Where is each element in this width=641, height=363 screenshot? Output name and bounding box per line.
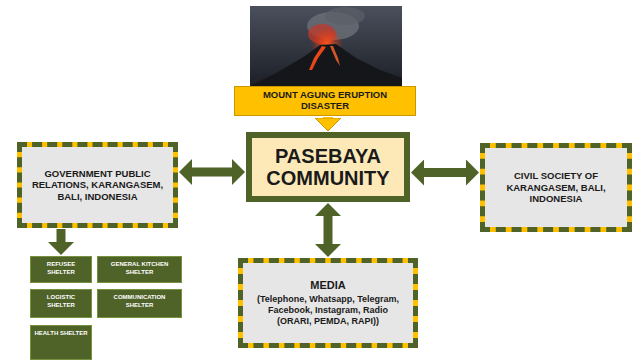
ash-cloud [325,7,365,25]
connector-arrow [323,117,333,118]
stakeholder-box: CIVIL SOCIETY OF KARANGASEM, BALI, INDON… [480,143,632,232]
photo-sky [250,6,402,86]
lava-flow [309,46,326,70]
mountain-silhouette [250,44,402,86]
event-box: MOUNT AGUNG ERUPTION DISASTER [234,86,416,116]
node-label: MEDIA [310,279,345,292]
node-label: CIVIL SOCIETY OF KARANGASEM, BALI, INDON… [493,170,619,204]
shelter-box: HEALTH SHELTER [30,325,92,360]
stakeholder-box: GOVERNMENT PUBLIC RELATIONS, KARANGASEM,… [17,142,178,228]
node-label: REFUSEE SHELTER [33,261,89,276]
node-label: GENERAL KITCHEN SHELTER [100,261,179,276]
node-body: (Telephone, Whatsapp, Telegram, Facebook… [251,294,405,326]
shelter-box: GENERAL KITCHEN SHELTER [97,256,182,283]
node-label: GOVERNMENT PUBLIC RELATIONS, KARANGASEM,… [30,168,165,202]
connector-arrow [192,168,232,177]
media-box: MEDIA (Telephone, Whatsapp, Telegram, Fac… [238,258,418,348]
node-label: COMMUNICATION SHELTER [100,294,179,309]
connector-arrow [57,229,66,242]
node-label: MOUNT AGUNG ERUPTION DISASTER [241,90,409,112]
lava-flow [330,46,340,66]
shelter-box: REFUSEE SHELTER [30,256,92,283]
central-box: PASEBAYA COMMUNITY [246,132,410,202]
connector-arrow [424,168,466,177]
node-label: LOGISTIC SHELTER [33,294,89,309]
node-label: HEALTH SHELTER [34,330,87,338]
shelter-box: COMMUNICATION SHELTER [97,289,182,318]
shelter-box: LOGISTIC SHELTER [30,289,92,318]
connector-arrow [324,216,333,244]
node-label: PASEBAYA COMMUNITY [258,145,398,189]
